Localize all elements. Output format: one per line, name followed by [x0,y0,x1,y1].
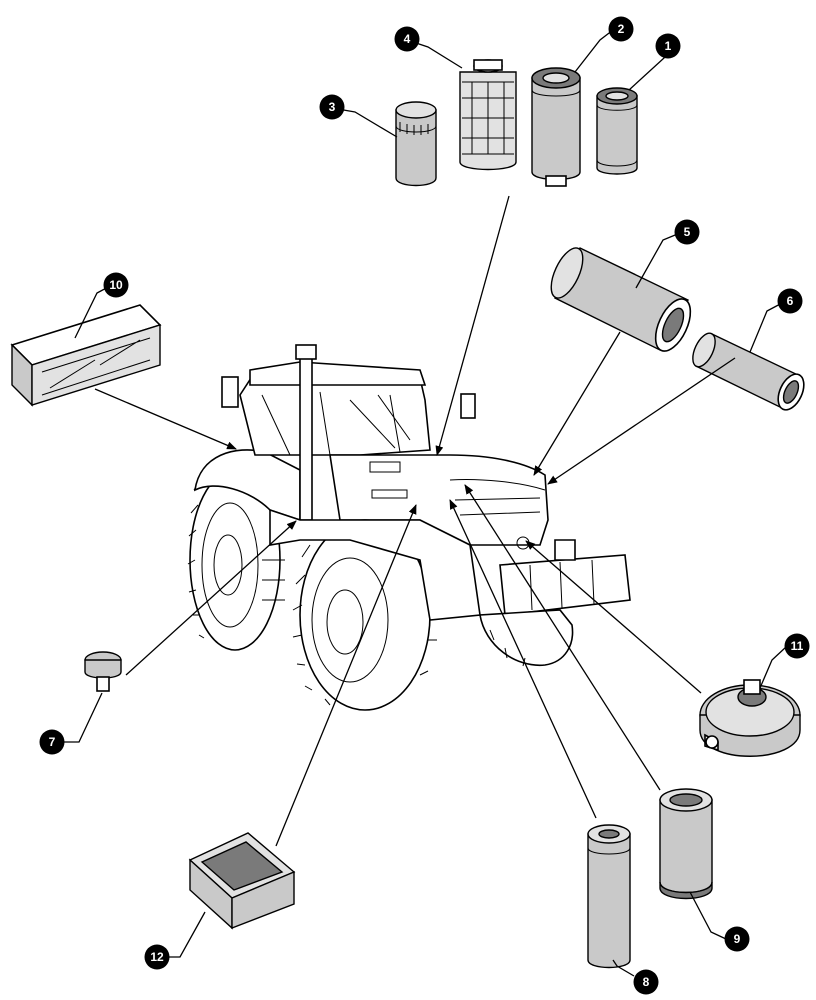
callout-9: 9 [724,926,750,952]
callout-10: 10 [103,272,129,298]
callout-11: 11 [784,633,810,659]
svg-text:8: 8 [643,975,650,989]
callout-8: 8 [633,969,659,995]
callout-4: 4 [394,26,420,52]
front-wheel-left [292,519,438,711]
callout-2: 2 [608,16,634,42]
filter-8-cartridge [587,824,631,969]
callout-12: 12 [144,944,170,970]
svg-text:12: 12 [150,950,164,964]
leader-lines [64,29,787,977]
svg-text:1: 1 [665,39,672,53]
filter-10-cab-air-filter [10,304,162,407]
svg-text:11: 11 [791,639,804,653]
filter-7-breather [84,651,122,692]
filter-11-separator [699,679,801,757]
svg-text:10: 10 [109,278,123,292]
callout-6: 6 [777,288,803,314]
filter-1-oil-filter [596,87,638,175]
svg-text:6: 6 [787,294,794,308]
filter-9-cartridge [659,788,713,900]
filter-12-cabin-filter-box [188,832,296,930]
front-weights [499,539,631,616]
svg-text:9: 9 [734,932,741,946]
callout-7: 7 [39,729,65,755]
svg-text:4: 4 [404,32,411,46]
chassis [269,508,481,621]
svg-text:7: 7 [49,735,56,749]
filter-4-fuel-prefilter [459,59,517,171]
svg-text:2: 2 [618,22,625,36]
filter-2-fuel-filter [531,67,581,187]
svg-text:5: 5 [684,225,691,239]
callout-3: 3 [319,94,345,120]
front-wheel-right [479,609,574,667]
callout-5: 5 [674,219,700,245]
cab [221,361,476,456]
svg-text:3: 3 [329,100,336,114]
filter-6-inner-air-filter [692,332,805,411]
tractor-illustration [187,344,631,711]
callout-1: 1 [655,33,681,59]
filter-5-outer-air-filter [550,247,692,352]
filter-3-hydraulic-filter [395,101,437,187]
